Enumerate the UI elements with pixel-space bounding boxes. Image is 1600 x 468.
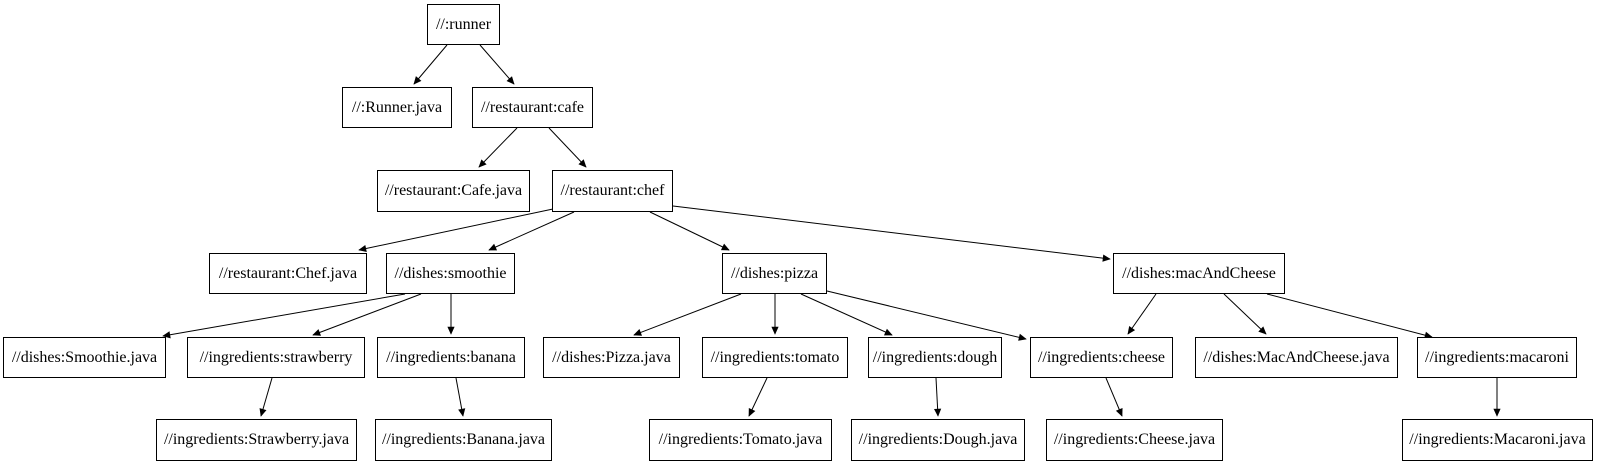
graph-node-macaroni: //ingredients:macaroni [1417, 337, 1577, 378]
graph-node-dough: //ingredients:dough [868, 337, 1002, 378]
edge-chef-to-chef-java [358, 208, 554, 253]
graph-node-cafe: //restaurant:cafe [472, 87, 593, 128]
edge-mac-and-cheese-to-cheese [1127, 293, 1157, 335]
edge-runner-to-cafe [479, 44, 515, 85]
edge-smoothie-to-strawberry [312, 293, 422, 336]
graph-node-tomato-java: //ingredients:Tomato.java [649, 419, 832, 461]
graph-node-smoothie-java: //dishes:Smoothie.java [3, 337, 166, 378]
edge-pizza-to-pizza-java [633, 293, 742, 336]
edge-mac-and-cheese-to-macaroni [1266, 293, 1433, 339]
graph-node-pizza-java: //dishes:Pizza.java [543, 337, 680, 378]
edge-smoothie-to-smoothie-java [162, 293, 406, 339]
graph-node-banana: //ingredients:banana [377, 337, 525, 378]
edge-chef-to-pizza [649, 211, 730, 251]
graph-node-cheese-java: //ingredients:Cheese.java [1046, 419, 1223, 461]
edge-tomato-to-tomato-java [748, 377, 768, 417]
graph-node-strawberry-java: //ingredients:Strawberry.java [156, 419, 357, 461]
edge-chef-to-smoothie [488, 211, 575, 251]
graph-node-tomato: //ingredients:tomato [702, 337, 848, 378]
edge-banana-to-banana-java [455, 377, 466, 417]
graph-node-mac-and-cheese: //dishes:macAndCheese [1113, 253, 1285, 294]
graph-node-mac-and-cheese-java: //dishes:MacAndCheese.java [1195, 337, 1398, 378]
edge-cafe-to-cafe-java [478, 127, 518, 168]
edge-pizza-to-dough [800, 293, 893, 336]
graph-node-cafe-java: //restaurant:Cafe.java [377, 170, 530, 212]
edge-pizza-to-cheese [826, 290, 1027, 341]
edge-cafe-to-chef [548, 127, 587, 168]
edge-mac-and-cheese-to-mac-and-cheese-java [1223, 293, 1267, 335]
graph-node-banana-java: //ingredients:Banana.java [375, 419, 552, 461]
graph-node-chef-java: //restaurant:Chef.java [209, 253, 367, 294]
edge-strawberry-to-strawberry-java [259, 377, 273, 417]
graph-node-strawberry: //ingredients:strawberry [187, 337, 365, 378]
graph-node-cheese: //ingredients:cheese [1030, 337, 1173, 378]
graph-node-runner: //:runner [427, 4, 500, 45]
graph-node-runner-java: //:Runner.java [342, 87, 452, 128]
edge-chef-to-mac-and-cheese [672, 205, 1111, 262]
edge-runner-to-runner-java [413, 44, 448, 85]
graph-node-dough-java: //ingredients:Dough.java [851, 419, 1025, 461]
graph-node-chef: //restaurant:chef [552, 170, 673, 212]
graph-node-smoothie: //dishes:smoothie [386, 253, 515, 294]
graph-node-pizza: //dishes:pizza [722, 253, 827, 294]
graph-node-macaroni-java: //ingredients:Macaroni.java [1402, 419, 1593, 461]
edge-dough-to-dough-java [934, 377, 942, 417]
edge-cheese-to-cheese-java [1105, 377, 1123, 417]
